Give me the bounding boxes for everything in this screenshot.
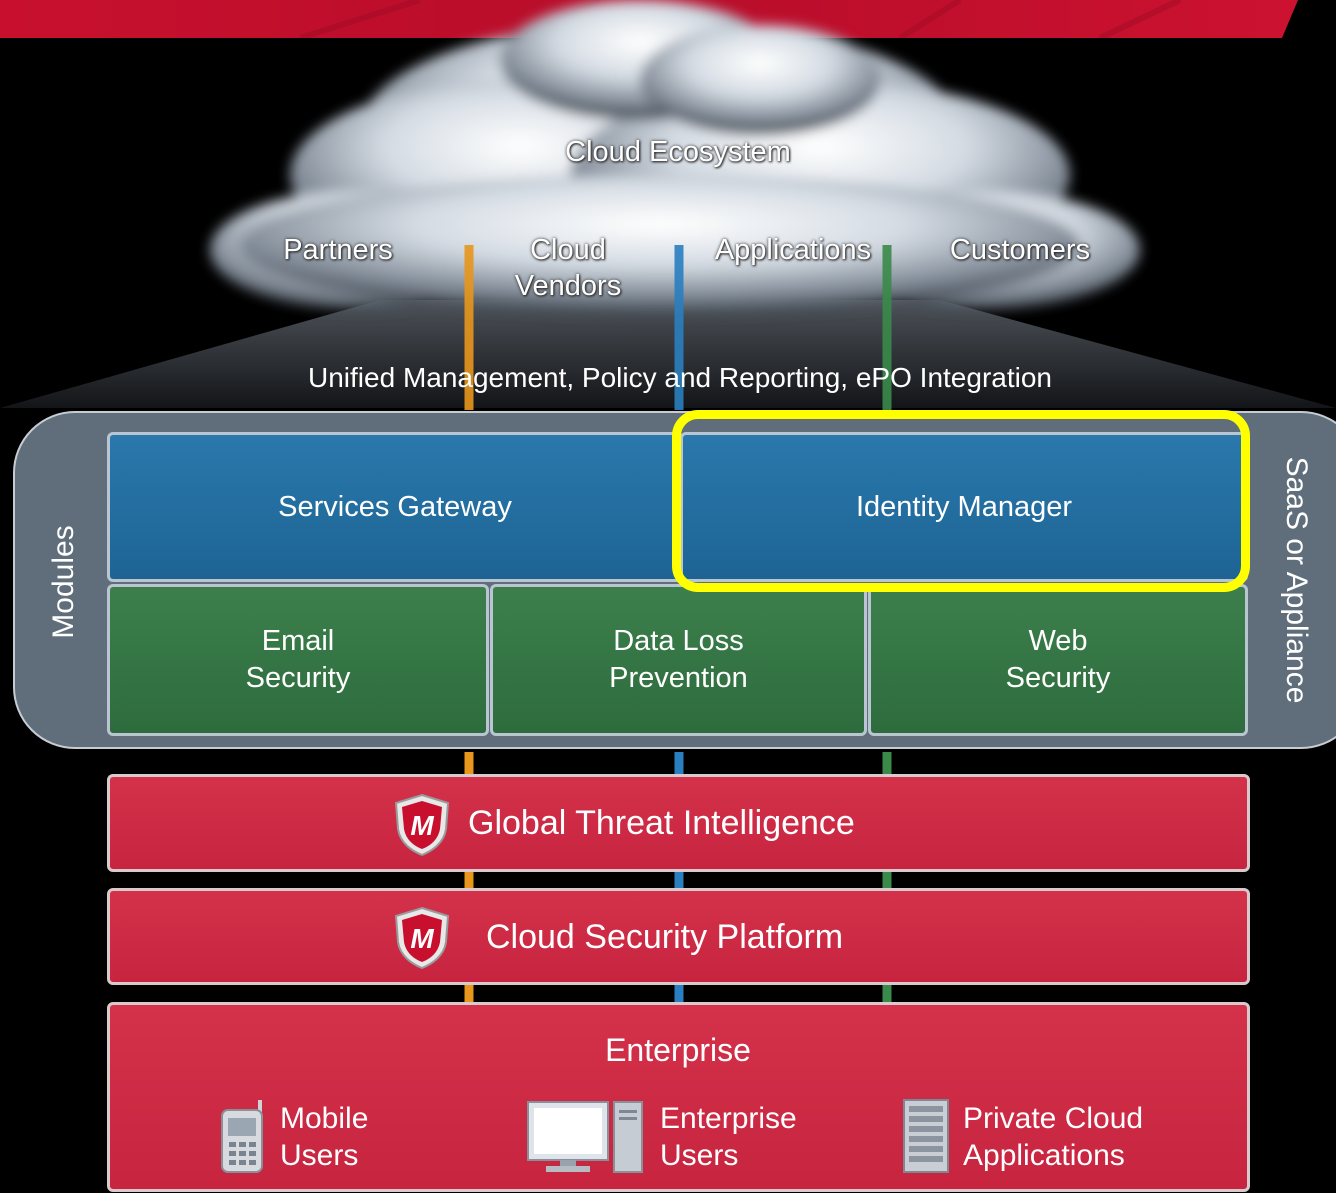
svg-text:M: M — [410, 923, 434, 954]
cloud-item-applications: Applications — [714, 234, 872, 266]
mcafee-shield-icon: M — [394, 906, 450, 970]
identity-manager-highlight — [672, 410, 1250, 592]
private-cloud-applications-label: Private Cloud Applications — [963, 1102, 1144, 1172]
mobile-users-label: Mobile Users — [280, 1102, 369, 1172]
cloud-item-cloud-vendors: Cloud Vendors — [514, 234, 622, 302]
management-bar-label: Unified Management, Policy and Reporting… — [308, 362, 1052, 393]
mobile-phone-icon — [221, 1100, 263, 1173]
enterprise-users-label: Enterprise Users — [660, 1102, 797, 1172]
cloud-graphic — [0, 0, 1336, 408]
csp-label: Cloud Security Platform — [486, 918, 844, 956]
services-gateway-module: Services Gateway — [107, 432, 683, 582]
mcafee-shield-icon: M — [394, 793, 450, 857]
server-rack-icon — [903, 1099, 949, 1173]
data-loss-prevention-module: Data Loss Prevention — [490, 584, 867, 736]
saas-or-appliance-label: SaaS or Appliance — [1280, 456, 1313, 704]
cloud-item-partners: Partners — [283, 234, 393, 266]
svg-text:M: M — [410, 810, 434, 841]
email-security-module: Email Security — [107, 584, 489, 736]
identity-manager-module: Identity Manager — [680, 432, 1248, 582]
cloud-security-platform-layer — [107, 888, 1250, 985]
global-threat-intelligence-layer — [107, 774, 1250, 872]
cloud-item-customers: Customers — [949, 234, 1091, 266]
enterprise-title: Enterprise — [605, 1032, 751, 1068]
enterprise-layer — [107, 1002, 1250, 1192]
web-security-module: Web Security — [868, 584, 1248, 736]
gti-label: Global Threat Intelligence — [468, 804, 855, 842]
desktop-computer-icon — [527, 1101, 643, 1173]
cloud-ecosystem-title: Cloud Ecosystem — [565, 136, 791, 168]
modules-side-label: Modules — [47, 525, 80, 639]
